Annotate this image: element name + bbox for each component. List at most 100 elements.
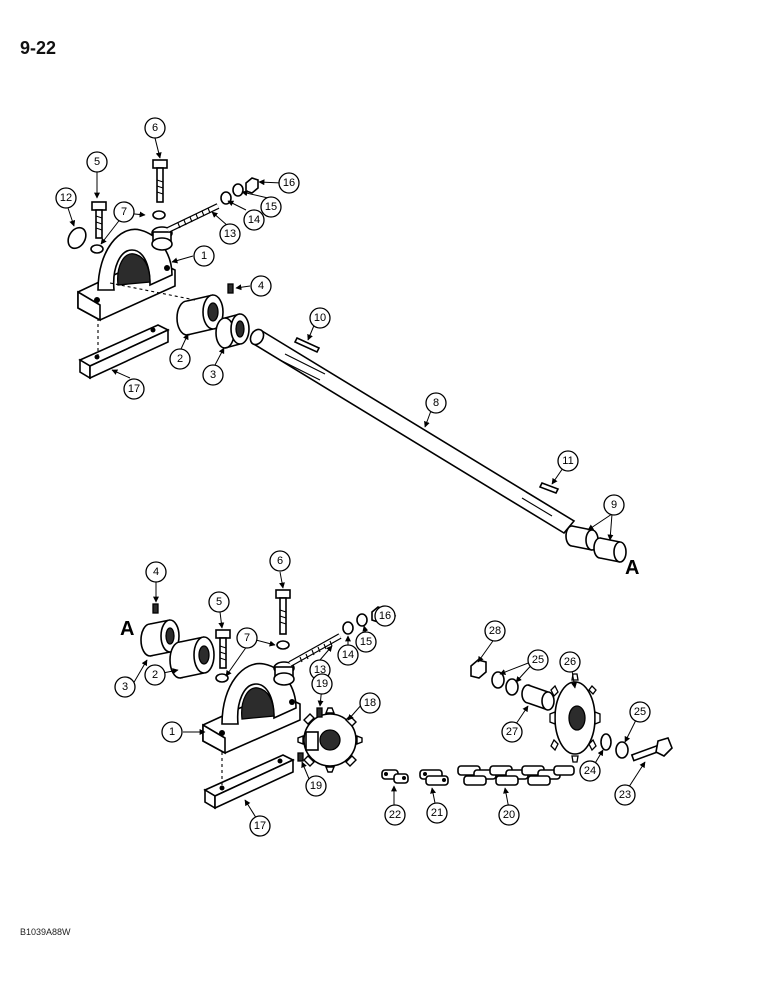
bushing	[593, 537, 627, 563]
svg-text:15: 15	[265, 201, 277, 213]
bolt	[275, 589, 291, 635]
locking-collar	[215, 313, 250, 349]
callout-14: 14	[337, 644, 359, 666]
set-screw	[227, 283, 234, 294]
callout-11: 11	[557, 450, 579, 472]
set-screw	[297, 752, 304, 762]
svg-text:13: 13	[314, 664, 326, 676]
svg-text:4: 4	[153, 566, 159, 578]
bolt	[215, 629, 231, 669]
svg-text:17: 17	[128, 383, 140, 395]
svg-text:1: 1	[201, 250, 207, 262]
callout-5: 5	[208, 591, 230, 613]
bolt	[630, 737, 673, 762]
washer	[615, 741, 629, 759]
svg-text:12: 12	[60, 192, 72, 204]
callout-4: 4	[250, 275, 272, 297]
bolt	[152, 159, 168, 203]
lock-washer	[152, 210, 166, 220]
callout-28: 28	[484, 620, 506, 642]
callout-1: 1	[161, 721, 183, 743]
svg-text:3: 3	[210, 369, 216, 381]
svg-text:10: 10	[314, 312, 326, 324]
snap-ring	[67, 226, 87, 250]
callout-1: 1	[193, 245, 215, 267]
svg-text:11: 11	[562, 455, 573, 467]
adjusting-bolt	[288, 633, 342, 667]
leader-lines	[67, 137, 646, 825]
callout-6: 6	[269, 550, 291, 572]
callout-17: 17	[123, 378, 145, 400]
bushing	[565, 525, 599, 551]
svg-text:14: 14	[248, 214, 260, 226]
bolt	[91, 201, 107, 239]
svg-text:17: 17	[254, 820, 266, 832]
callout-20: 20	[498, 804, 520, 826]
figure-code: B1039A88W	[20, 927, 71, 937]
svg-text:7: 7	[244, 632, 250, 644]
adjusting-bolt	[166, 203, 220, 233]
callout-25: 25	[527, 649, 549, 671]
callout-12: 12	[55, 187, 77, 209]
svg-text:27: 27	[506, 726, 518, 738]
svg-text:21: 21	[431, 807, 443, 819]
nut	[245, 177, 259, 194]
mounting-plate	[203, 740, 295, 810]
key	[538, 481, 560, 495]
svg-text:16: 16	[379, 610, 391, 622]
callout-7: 7	[113, 201, 135, 223]
callout-27: 27	[501, 721, 523, 743]
svg-text:9: 9	[611, 499, 617, 511]
svg-text:19: 19	[310, 780, 322, 792]
callout-10: 10	[309, 307, 331, 329]
shaft	[249, 328, 576, 535]
callout-8: 8	[425, 392, 447, 414]
callout-19: 19	[311, 673, 333, 695]
bushing	[600, 733, 612, 751]
page-number: 9-22	[20, 38, 57, 58]
offset-link	[381, 769, 409, 784]
lock-washer	[90, 244, 104, 254]
set-screw	[152, 603, 159, 614]
nut	[470, 659, 487, 679]
callout-3: 3	[114, 676, 136, 698]
callouts: 6 5 7 12 1 4 2 3 17 13 14 15 16 10 8 11 …	[55, 117, 651, 837]
svg-text:14: 14	[342, 649, 354, 661]
bearing	[176, 294, 224, 336]
callout-15: 15	[355, 631, 377, 653]
callout-7: 7	[236, 627, 258, 649]
svg-text:25: 25	[532, 654, 544, 666]
roller-chain	[457, 765, 575, 786]
svg-text:20: 20	[503, 809, 515, 821]
svg-text:13: 13	[224, 228, 236, 240]
washer	[505, 678, 519, 696]
callout-2: 2	[144, 664, 166, 686]
callout-23: 23	[614, 784, 636, 806]
pillow-block	[77, 226, 196, 322]
reference-letter: A	[120, 618, 134, 640]
callout-16: 16	[374, 605, 396, 627]
upper-assembly	[67, 159, 627, 563]
svg-text:5: 5	[216, 596, 222, 608]
spacer	[521, 684, 555, 711]
callout-15: 15	[260, 196, 282, 218]
callout-21: 21	[426, 802, 448, 824]
svg-text:18: 18	[364, 697, 376, 709]
svg-text:6: 6	[277, 555, 283, 567]
svg-text:6: 6	[152, 122, 158, 134]
svg-text:22: 22	[389, 809, 401, 821]
callout-22: 22	[384, 804, 406, 826]
svg-text:15: 15	[360, 636, 372, 648]
lock-washer	[232, 183, 244, 197]
svg-text:4: 4	[258, 280, 264, 292]
lock-washer	[276, 640, 290, 650]
bearing	[169, 636, 215, 679]
callout-26: 26	[559, 651, 581, 673]
svg-text:25: 25	[634, 706, 646, 718]
svg-text:23: 23	[619, 789, 631, 801]
pillow-block	[202, 661, 301, 755]
sprocket	[297, 707, 363, 773]
callout-17: 17	[249, 815, 271, 837]
callout-3: 3	[202, 364, 224, 386]
